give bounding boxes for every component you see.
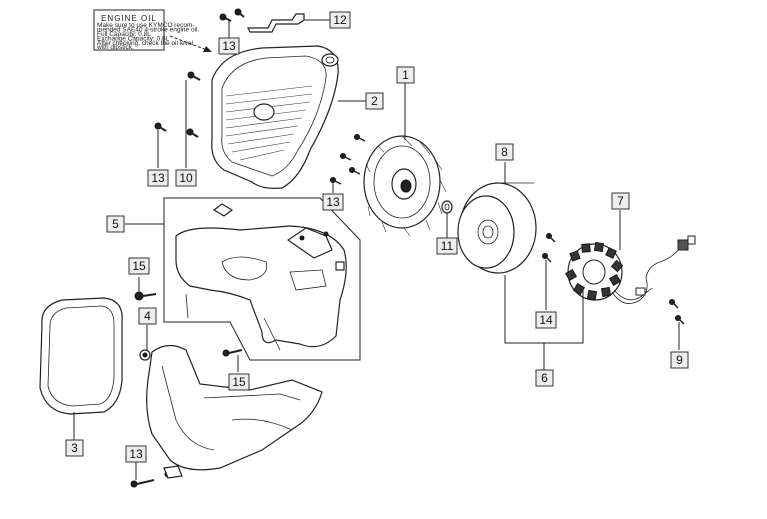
callout-15-left-label: 15 [132, 259, 146, 273]
engine-oil-label-line: with dipstick. [96, 44, 134, 51]
label-arrow [169, 35, 212, 52]
callout-6: 6 [535, 369, 554, 387]
callout-15-left: 15 [128, 257, 150, 275]
callout-2: 2 [365, 92, 384, 110]
callout-13-fan: 13 [322, 193, 344, 211]
callout-5: 5 [106, 215, 125, 233]
engine-oil-label-line: Make sure to use KYMCO recom- [97, 22, 195, 29]
upper-shroud-part [175, 203, 347, 351]
bolt-part [542, 233, 685, 325]
callout-9: 9 [670, 351, 689, 369]
bolt-part [130, 349, 243, 488]
engine-oil-label: ENGINE OIL Make sure to use KYMCO recom-… [93, 9, 199, 51]
callout-5-label: 5 [112, 217, 119, 231]
stator-part [564, 235, 696, 304]
callout-2-label: 2 [371, 94, 378, 108]
washer-part [441, 200, 453, 214]
engine-oil-label-line: Full Capacity: 0.8L [97, 31, 151, 38]
nut-part [139, 349, 151, 361]
callout-4: 4 [138, 307, 157, 325]
callout-8-label: 8 [501, 145, 508, 159]
lower-shroud-part [146, 344, 323, 479]
callout-4-label: 4 [144, 309, 151, 323]
cooling-fan-part [363, 135, 447, 237]
bolt-part [134, 291, 157, 301]
callout-13-fan-label: 13 [326, 195, 340, 209]
fan-cover-part [211, 45, 339, 189]
callout-13-bottom: 13 [125, 445, 147, 463]
callout-14-label: 14 [539, 313, 553, 327]
callout-3-label: 3 [71, 441, 78, 455]
bracket-part [247, 13, 305, 33]
callout-8: 8 [495, 143, 514, 161]
bolt-part [154, 71, 201, 138]
callout-13-bottom-label: 13 [129, 447, 143, 461]
callout-10-label: 10 [179, 171, 193, 185]
callout-14: 14 [535, 311, 557, 329]
callout-7-label: 7 [617, 194, 624, 208]
callout-1: 1 [396, 66, 415, 84]
callout-1-label: 1 [402, 68, 409, 82]
callout-10: 10 [175, 169, 197, 187]
engine-oil-label-line: After checking, check the oil level [97, 40, 194, 47]
callout-15-right: 15 [228, 373, 250, 391]
callout-6-label: 6 [541, 371, 548, 385]
callout-13-left: 13 [147, 169, 169, 187]
callout-11: 11 [436, 237, 458, 255]
callout-13-top: 13 [218, 37, 240, 55]
callout-13-left-label: 13 [151, 171, 165, 185]
callout-9-label: 9 [676, 353, 683, 367]
bolt-part [219, 8, 245, 22]
engine-oil-label-title: ENGINE OIL [101, 14, 157, 23]
callout-12: 12 [329, 11, 351, 29]
callout-7: 7 [611, 192, 630, 210]
callout-3: 3 [65, 439, 84, 457]
callout-11-label: 11 [441, 239, 454, 253]
callout-12-label: 12 [333, 13, 347, 27]
callout-15-right-label: 15 [232, 375, 246, 389]
callout-13-top-label: 13 [222, 39, 236, 53]
gasket-part [39, 297, 123, 415]
flywheel-part [457, 182, 537, 274]
engine-oil-label-line: Exchange Capacity: 0.6L [97, 36, 170, 43]
engine-oil-label-line: mended SAE40 4-stroke engine oil. [97, 27, 199, 34]
bolt-part [330, 134, 366, 185]
leader-lines [73, 19, 680, 480]
